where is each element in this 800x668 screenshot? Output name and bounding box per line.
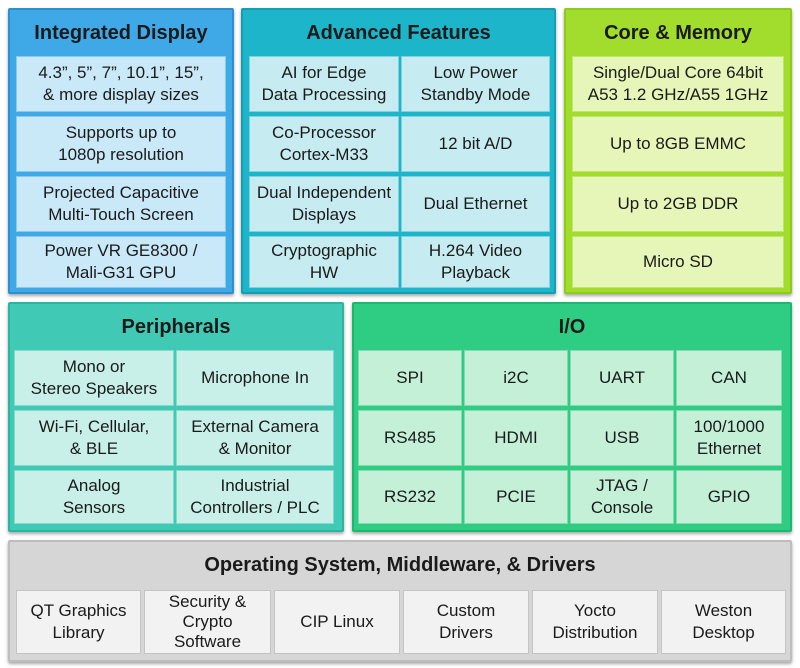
operating-system-title: Operating System, Middleware, & Drivers bbox=[204, 554, 596, 576]
emmc-cell: Up to 8GB EMMC bbox=[572, 116, 784, 172]
display-sizes-cell: 4.3”, 5”, 7”, 10.1”, 15”, & more display… bbox=[16, 56, 226, 112]
microphone-cell: Microphone In bbox=[176, 350, 334, 406]
dual-ethernet-cell: Dual Ethernet bbox=[401, 176, 550, 232]
gpio-cell: GPIO bbox=[676, 470, 782, 524]
micro-sd-cell: Micro SD bbox=[572, 236, 784, 288]
operating-system-panel: Operating System, Middleware, & Drivers … bbox=[8, 540, 792, 662]
integrated-display-title: Integrated Display bbox=[34, 22, 208, 44]
core-memory-title: Core & Memory bbox=[604, 22, 752, 44]
video-playback-cell: H.264 Video Playback bbox=[401, 236, 550, 288]
advanced-features-title: Advanced Features bbox=[306, 22, 491, 44]
weston-desktop-cell: Weston Desktop bbox=[661, 590, 786, 654]
yocto-cell: Yocto Distribution bbox=[532, 590, 658, 654]
wireless-cell: Wi-Fi, Cellular, & BLE bbox=[14, 410, 174, 466]
hdmi-cell: HDMI bbox=[464, 410, 568, 466]
touchscreen-cell: Projected Capacitive Multi-Touch Screen bbox=[16, 176, 226, 232]
ai-edge-cell: AI for Edge Data Processing bbox=[249, 56, 399, 112]
io-title: I/O bbox=[558, 316, 586, 338]
integrated-display-panel: Integrated Display 4.3”, 5”, 7”, 10.1”, … bbox=[8, 8, 234, 294]
analog-sensors-cell: Analog Sensors bbox=[14, 470, 174, 524]
can-cell: CAN bbox=[676, 350, 782, 406]
industrial-controllers-cell: Industrial Controllers / PLC bbox=[176, 470, 334, 524]
ddr-cell: Up to 2GB DDR bbox=[572, 176, 784, 232]
camera-monitor-cell: External Camera & Monitor bbox=[176, 410, 334, 466]
rs232-cell: RS232 bbox=[358, 470, 462, 524]
ethernet-cell: 100/1000 Ethernet bbox=[676, 410, 782, 466]
dual-displays-cell: Dual Independent Displays bbox=[249, 176, 399, 232]
peripherals-title: Peripherals bbox=[121, 316, 231, 338]
spi-cell: SPI bbox=[358, 350, 462, 406]
usb-cell: USB bbox=[570, 410, 674, 466]
security-crypto-cell: Security & Crypto Software bbox=[144, 590, 271, 654]
speakers-cell: Mono or Stereo Speakers bbox=[14, 350, 174, 406]
i2c-cell: i2C bbox=[464, 350, 568, 406]
coprocessor-cell: Co-Processor Cortex-M33 bbox=[249, 116, 399, 172]
jtag-console-cell: JTAG / Console bbox=[570, 470, 674, 524]
gpu-cell: Power VR GE8300 / Mali-G31 GPU bbox=[16, 236, 226, 288]
low-power-cell: Low Power Standby Mode bbox=[401, 56, 550, 112]
cpu-cell: Single/Dual Core 64bit A53 1.2 GHz/A55 1… bbox=[572, 56, 784, 112]
crypto-hw-cell: Cryptographic HW bbox=[249, 236, 399, 288]
io-panel: I/O SPI i2C UART CAN RS485 HDMI USB 100/… bbox=[352, 302, 792, 532]
qt-graphics-cell: QT Graphics Library bbox=[16, 590, 141, 654]
advanced-features-panel: Advanced Features AI for Edge Data Proce… bbox=[241, 8, 556, 294]
peripherals-panel: Peripherals Mono or Stereo Speakers Micr… bbox=[8, 302, 344, 532]
adc-cell: 12 bit A/D bbox=[401, 116, 550, 172]
resolution-cell: Supports up to 1080p resolution bbox=[16, 116, 226, 172]
cip-linux-cell: CIP Linux bbox=[274, 590, 400, 654]
pcie-cell: PCIE bbox=[464, 470, 568, 524]
uart-cell: UART bbox=[570, 350, 674, 406]
rs485-cell: RS485 bbox=[358, 410, 462, 466]
core-memory-panel: Core & Memory Single/Dual Core 64bit A53… bbox=[564, 8, 792, 294]
custom-drivers-cell: Custom Drivers bbox=[403, 590, 529, 654]
